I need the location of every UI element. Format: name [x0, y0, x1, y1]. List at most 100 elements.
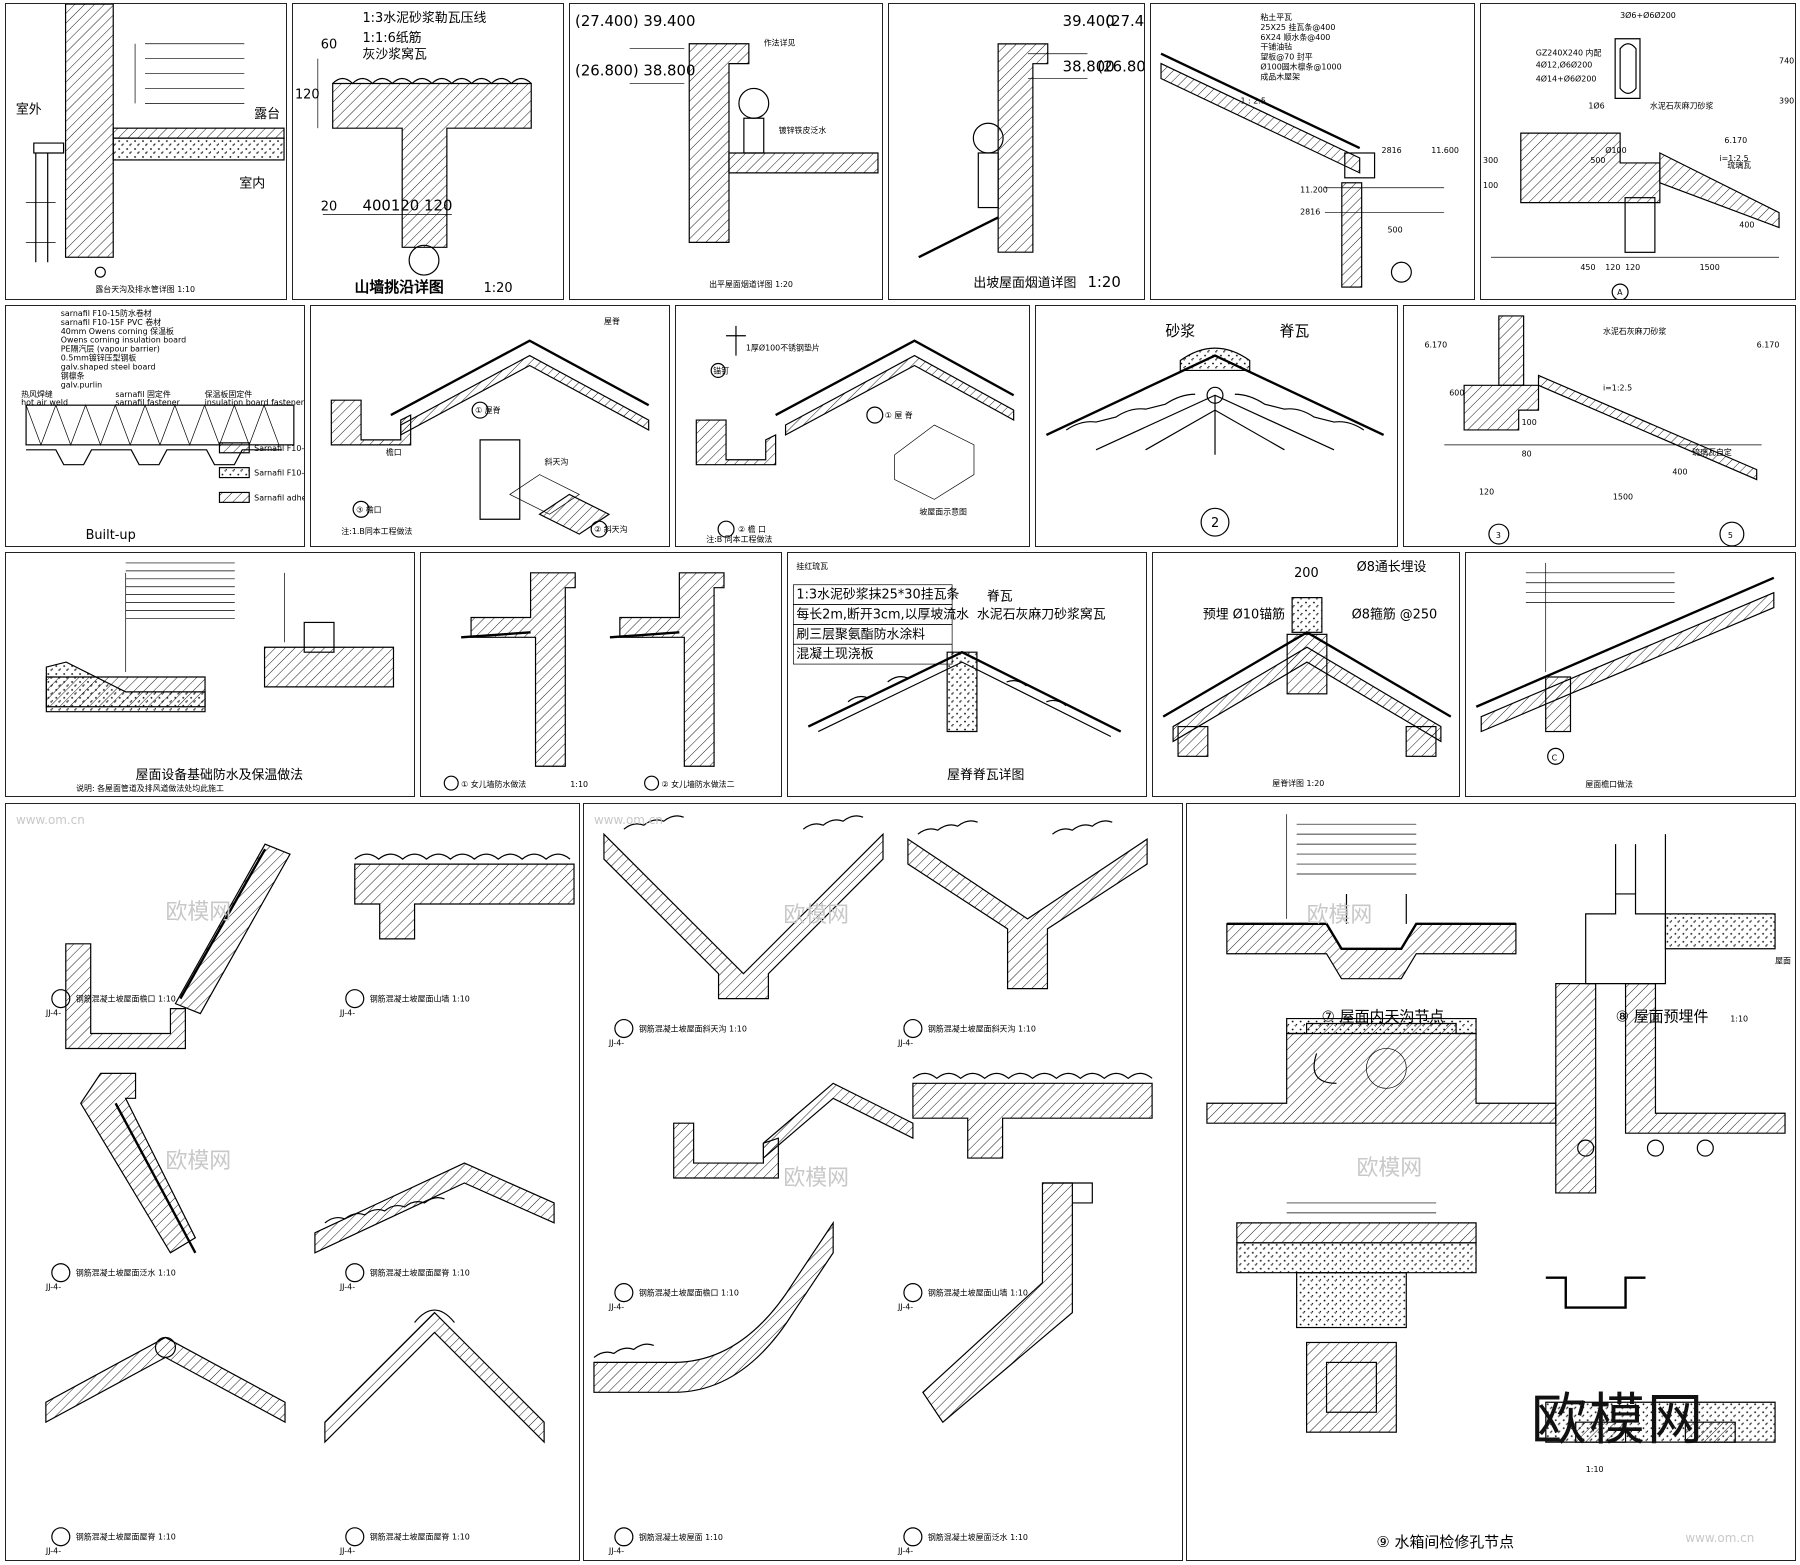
built-up-notes: sarnafil F10-15防水卷材 sarnafil F10-15F PVC…: [21, 308, 304, 407]
rc-mid-ref-3: JJ-4-: [897, 1303, 913, 1312]
rc-mid-ref-2: JJ-4-: [608, 1303, 624, 1312]
panel-tile-roof-eave: 粘土平瓦 25X25 挂瓦条@400 6X24 顺水条@400 干铺油毡 望板@…: [1150, 3, 1475, 300]
slope-label-3: 6.170: [1757, 341, 1780, 350]
built-note-9: 热风焊缝: [21, 389, 53, 399]
rc-roof-mid-drawing: 钢筋混凝土坡屋面斜天沟 1:10 钢筋混凝土坡屋面斜天沟 1:10 钢筋混凝土坡…: [593, 813, 1153, 1556]
parapet-wp-scale: 1:10: [570, 780, 588, 789]
ridge-detail-mortar: 水泥石灰麻刀砂浆窝瓦: [977, 606, 1106, 622]
ridge-detail-2: 每长2m,断开3cm,以厚坡流水: [796, 606, 969, 622]
rc-left-cap-0: 钢筋混凝土坡屋面檐口 1:10: [76, 994, 176, 1004]
elev-top2-sloped: (27.400): [1105, 12, 1144, 30]
parapet-slope-drawing: 水泥石灰麻刀砂浆 琉璃瓦自定 6.170 6.170 i=1:2.5 600 1…: [1424, 315, 1780, 546]
parapet-dim-4: 500: [1590, 156, 1605, 165]
elev-top-flat: (27.400) 39.400: [575, 12, 695, 30]
slope-dim-5: 1500: [1613, 492, 1633, 501]
panel-ridge-eave-valley-2: 锚钉 1厚Ø100不锈钢垫片 ① 屋 脊 ② 檐 口 坡屋面示意图 注:B 同本…: [675, 305, 1030, 547]
rc-mid-ref-1: JJ-4-: [897, 1038, 913, 1047]
ridge-mortar: 砂浆: [1165, 322, 1195, 340]
built-note-2: 40mm Owens corning 保温板: [61, 326, 174, 336]
sloped-roof-flue-drawing: 39.400 (27.400) 38.800 (26.800) 出坡屋面烟道详图…: [918, 12, 1144, 291]
elev-mid2-sloped: (26.800): [1097, 58, 1144, 76]
built-note-4: PE隔汽层 (vapour barrier): [61, 344, 160, 354]
elev-top-sloped: 39.400: [1063, 12, 1115, 30]
built-legend-1: Sarnafil F10-15: [254, 469, 304, 478]
ridge-axis: 2: [1211, 516, 1219, 531]
parapet-waterproof-drawing: ① 女儿墙防水做法 ② 女儿墙防水做法二 1:10: [443, 572, 735, 791]
elev-mid-sloped: 38.800: [1063, 58, 1115, 76]
ridge-detail-ridge: 脊瓦: [987, 590, 1013, 605]
flat-roof-flue-drawing: (27.400) 39.400 (26.800) 38.800 作法详见 镀锌铁…: [575, 12, 879, 289]
dim-400120: 400120: [362, 197, 419, 215]
ridge-detail-3: 刷三层聚氨酯防水涂料: [796, 626, 925, 642]
built-legend-0: Sarnafil F10-15F: [254, 444, 304, 453]
built-note-6: galv.shaped steel board: [61, 362, 156, 371]
parapet-label-0: 3Ø6+Ø6Ø200: [1620, 10, 1676, 20]
slope-dim-1: 100: [1522, 418, 1537, 427]
rev1-eave: ③ 檐口: [356, 504, 381, 514]
terrace-gutter-drawing: 室外 露台 室内 露台天沟及排水管详图 1:10: [16, 4, 285, 294]
panel-ridge-tile: 砂浆 脊瓦 2: [1035, 305, 1398, 547]
caption-gable-eave: 山墙挑沿详图: [355, 278, 444, 296]
gable-note-2: 1:1:6纸筋: [362, 30, 421, 46]
label-indoor: 室内: [239, 176, 265, 192]
slope-mark: 5: [1728, 531, 1733, 540]
caption-roof-eave: 屋面檐口做法: [1585, 779, 1633, 789]
slope-label-1: 琉璃瓦自定: [1692, 447, 1732, 457]
gutter-tank-drawing: ⑦ 屋面内天沟节点 ⑧ 屋面预埋件 1:10 屋面 ⑨ 水箱间检修孔节点 1:1…: [1206, 814, 1791, 1551]
gable-note-3: 灰沙浆窝瓦: [362, 47, 427, 63]
ridge-eave-valley-2-drawing: 锚钉 1厚Ø100不锈钢垫片 ① 屋 脊 ② 檐 口 坡屋面示意图 注:B 同本…: [695, 325, 1015, 544]
brand-logo: 欧模网: [1531, 1388, 1705, 1453]
parapet-dim-1: 390: [1779, 96, 1794, 105]
tile-roof-notes: 粘土平瓦 25X25 挂瓦条@400 6X24 顺水条@400 干铺油毡 望板@…: [1260, 12, 1341, 82]
rc-mid-cap-4: 钢筋混凝土坡屋面 1:10: [639, 1532, 723, 1542]
dim-20: 20: [321, 200, 337, 215]
watermark-5: 欧模网: [1307, 903, 1373, 928]
tile-elev-3: 2816: [1300, 208, 1320, 217]
parapet-label-3: 4Ø14+Ø6Ø200: [1536, 73, 1597, 83]
watermark-2: 欧模网: [165, 1149, 231, 1174]
rev2-ridge: ① 屋 脊: [885, 410, 913, 420]
panel-parapet-waterproof: ① 女儿墙防水做法 ② 女儿墙防水做法二 1:10: [420, 552, 782, 797]
parapet-label-8: 6.170: [1724, 136, 1747, 145]
built-up-drawing: sarnafil F10-15防水卷材 sarnafil F10-15F PVC…: [21, 308, 304, 543]
ridge-detail-drawing: 200 Ø8通长埋设 预埋 Ø10锚筋 Ø8箍筋 @250 屋脊详图 1:20: [1162, 560, 1452, 788]
slope-dim-0: 600: [1449, 388, 1464, 397]
built-note-5: 0.5mm镀锌压型钢板: [61, 353, 137, 363]
watermark-3: 欧模网: [783, 903, 849, 928]
caption-embed: ⑧ 屋面预埋件: [1616, 1008, 1709, 1026]
rev2-note: 注:B 同本工程做法: [706, 534, 772, 544]
rc-mid-cap-0: 钢筋混凝土坡屋面斜天沟 1:10: [639, 1024, 747, 1034]
panel-built-up: sarnafil F10-15防水卷材 sarnafil F10-15F PVC…: [5, 305, 305, 547]
tile-elev-4: 500: [1387, 225, 1402, 234]
rc-left-cap-3: 钢筋混凝土坡屋面屋脊 1:10: [370, 1268, 470, 1278]
rc-mid-cap-1: 钢筋混凝土坡屋面斜天沟 1:10: [928, 1024, 1036, 1034]
equipment-base-drawing: 屋面设备基础防水及保温做法 说明: 各屋面管道及排风道做法处均此施工: [45, 562, 395, 793]
equipment-layers: [125, 562, 235, 619]
built-note-3: Owens corning insulation board: [61, 336, 186, 345]
tile-note-0: 粘土平瓦: [1260, 12, 1292, 22]
panel-parapet-column: 3Ø6+Ø6Ø200 GZ240X240 内配 4Ø12,Ø6Ø200 4Ø14…: [1480, 3, 1796, 300]
gable-note-1: 1:3水泥砂浆勒瓦压线: [362, 11, 486, 26]
label-outdoor: 室外: [16, 101, 42, 117]
rev1-valley: ② 斜天沟: [594, 524, 627, 534]
rev1-note: 注:1.B同本工程做法: [341, 526, 412, 536]
panel-gable-eave: 1:3水泥砂浆勒瓦压线 1:1:6纸筋 灰沙浆窝瓦 60 120 20 4001…: [292, 3, 564, 300]
watermark-4: 欧模网: [783, 1166, 849, 1191]
slope-label-0: 水泥石灰麻刀砂浆: [1603, 326, 1666, 336]
parapet-dim-8: 120: [1625, 263, 1640, 272]
ridge-tile-drawing: 砂浆 脊瓦 2: [1045, 322, 1385, 537]
rc-left-cap-5: 钢筋混凝土坡屋面屋脊 1:10: [370, 1532, 470, 1542]
rc-mid-cap-3: 钢筋混凝土坡屋面山墙 1:10: [928, 1288, 1028, 1298]
parapet-wp-right: ② 女儿墙防水做法二: [662, 779, 735, 789]
dim-60: 60: [321, 38, 337, 53]
built-note-14: insulation board fastener: [205, 398, 304, 407]
built-note-1: sarnafil F10-15F PVC 卷材: [61, 317, 162, 327]
rc-mid-ref-4: JJ-4-: [608, 1547, 624, 1556]
built-note-8: galv.purlin: [61, 380, 102, 389]
watermark-1: 欧模网: [165, 900, 231, 925]
roof-eave-axis: C: [1552, 753, 1558, 762]
rc-left-cap-1: 钢筋混凝土坡屋面山墙 1:10: [370, 994, 470, 1004]
panel-rc-roof-left: 钢筋混凝土坡屋面檐口 1:10 钢筋混凝土坡屋面山墙 1:10 钢筋混凝土坡屋面…: [5, 803, 580, 1561]
tile-slope: 1 : 2.5: [1240, 96, 1265, 105]
